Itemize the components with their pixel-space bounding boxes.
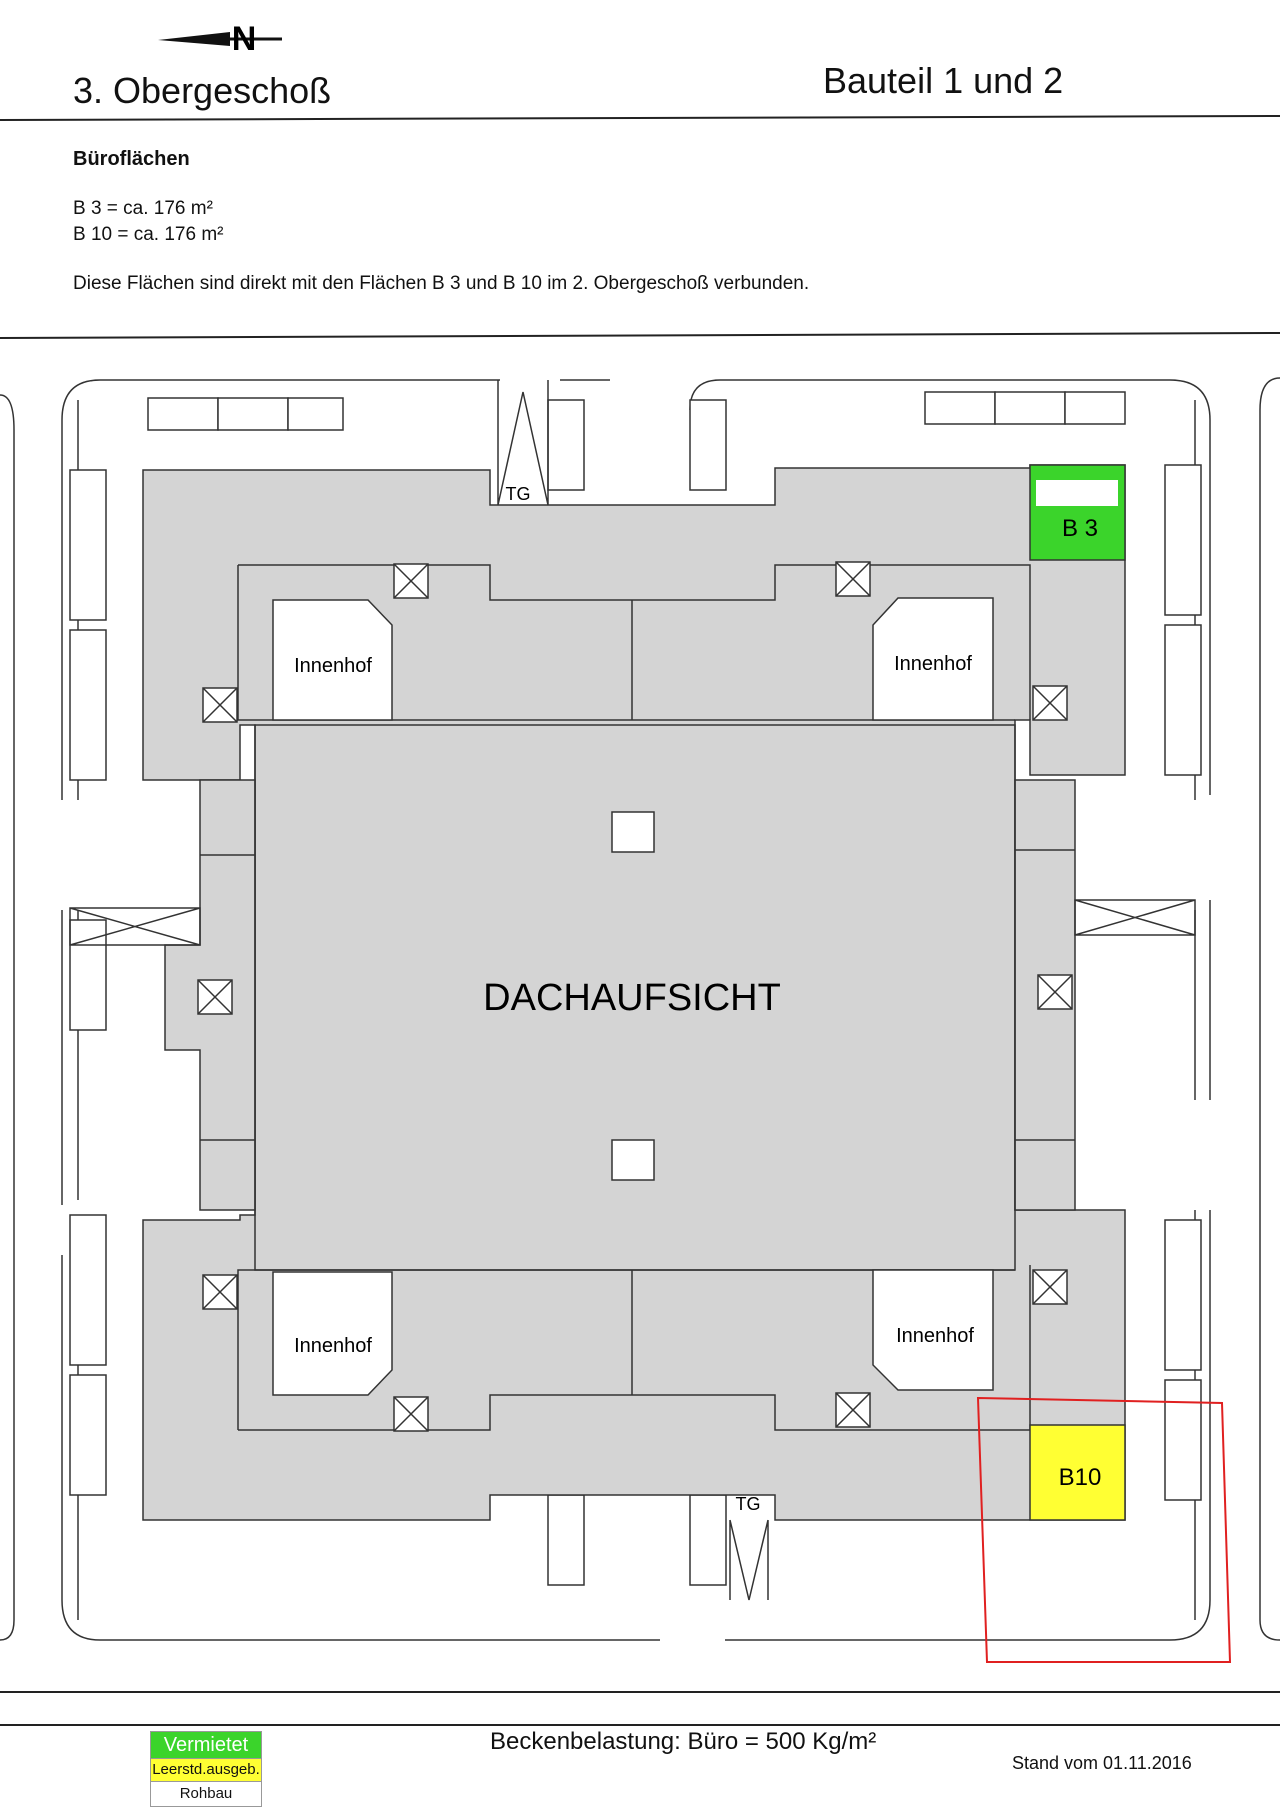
- north-label: N: [232, 20, 257, 58]
- courtyards: [272, 597, 994, 1396]
- load-info: Beckenbelastung: Büro = 500 Kg/m²: [490, 1728, 877, 1755]
- courtyard-label-nw: Innenhof: [294, 655, 372, 677]
- unit-b3-label: B 3: [1062, 515, 1098, 542]
- shaft-icons: [197, 561, 1073, 1432]
- roof-hatch-2: [611, 1139, 655, 1181]
- courtyard-se: [872, 1269, 994, 1391]
- section-rule: [0, 332, 1280, 339]
- header-rule: [0, 115, 1280, 121]
- parking-stalls: [69, 391, 1202, 1586]
- legend-shell: Rohbau: [150, 1781, 262, 1807]
- unit-b10-label: B10: [1059, 1464, 1102, 1491]
- bauteil-title: Bauteil 1 und 2: [823, 60, 1064, 101]
- north-arrow-icon: [158, 32, 282, 46]
- courtyard-label-se: Innenhof: [896, 1325, 974, 1347]
- courtyard-sw: [272, 1271, 393, 1396]
- unit-b3-label-box: [1036, 480, 1118, 506]
- garage-label-north: TG: [506, 484, 531, 504]
- unit-b3: [1029, 464, 1126, 561]
- garage-ramps: [69, 380, 1196, 1601]
- roof-hatch-1: [611, 811, 655, 853]
- courtyard-label-sw: Innenhof: [294, 1335, 372, 1357]
- building-footprint: [142, 464, 1126, 1521]
- legend-vacant: Leerstd.ausgeb.: [150, 1758, 262, 1782]
- courtyard-label-ne: Innenhof: [894, 653, 972, 675]
- floor-title: 3. Obergeschoß: [73, 70, 332, 111]
- date-stamp: Stand vom 01.11.2016: [1012, 1753, 1192, 1773]
- unit-b10: [1029, 1424, 1126, 1521]
- area-b3: B 3 = ca. 176 m²: [73, 198, 213, 219]
- office-section-title: Büroflächen: [73, 148, 190, 170]
- roof-view-label: DACHAUFSICHT: [483, 977, 781, 1019]
- connection-note: Diese Flächen sind direkt mit den Fläche…: [73, 273, 810, 294]
- courtyard-nw: [272, 599, 393, 721]
- area-b10: B 10 = ca. 176 m²: [73, 224, 224, 245]
- garage-label-south: TG: [736, 1494, 761, 1514]
- highlight-frame: [976, 1396, 1232, 1663]
- legend-rented: Vermietet: [150, 1731, 262, 1759]
- courtyard-ne: [872, 597, 994, 721]
